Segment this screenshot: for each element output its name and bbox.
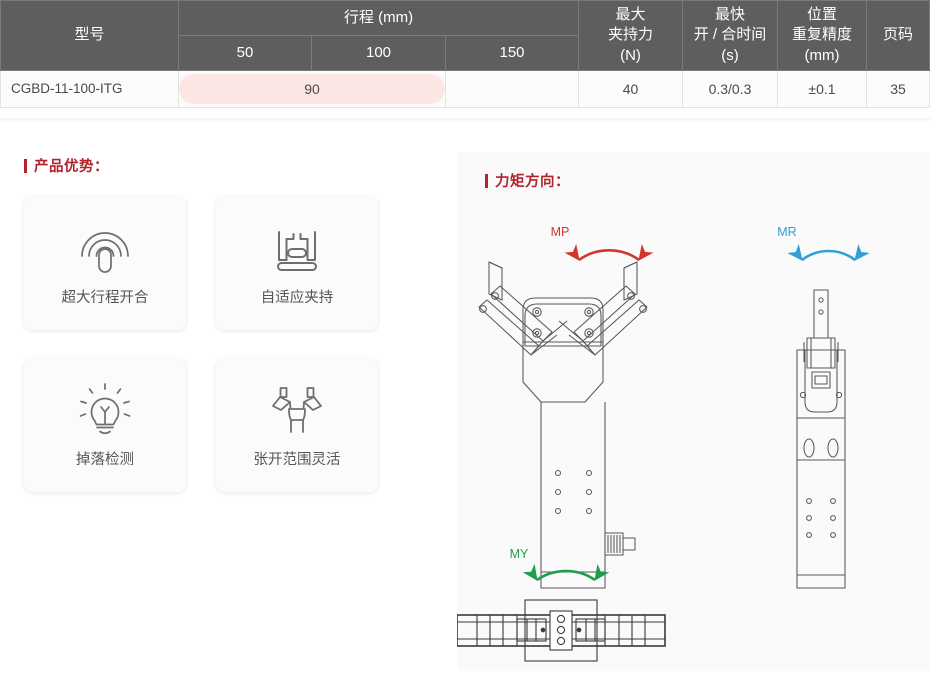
table-header-row-2: 50 100 150 [1, 34, 930, 71]
header-fastest-time: 最快 开 / 合时间 (s) [682, 0, 778, 71]
table-bottom-shadow [0, 118, 930, 122]
advantage-label: 自适应夹持 [260, 289, 334, 306]
header-fastest-time-line2: 开 / 合时间 [693, 26, 767, 44]
stroke-highlight-pill: 90 [179, 73, 445, 104]
header-max-grip-force: 最大 夹持力 (N) [578, 0, 683, 71]
cell-model: CGBD-11-100-ITG [0, 69, 179, 108]
torque-title-text: 力矩方向： [495, 174, 570, 190]
advantage-card-drop-detect[interactable]: 掉落检测 [24, 358, 186, 492]
table-row: CGBD-11-100-ITG 90 40 0.3/0.3 ±0.1 35 [0, 69, 930, 108]
header-stroke-150: 150 [445, 34, 579, 71]
header-repeat-accuracy-line1: 位置 [806, 6, 837, 23]
header-page-no: 页码 [866, 0, 930, 71]
lightbulb-icon [77, 382, 133, 438]
header-repeat-accuracy-line2: 重复精度 [791, 26, 852, 44]
header-stroke-50: 50 [178, 34, 312, 71]
header-repeat-accuracy: 位置 重复精度 (mm) [777, 0, 867, 71]
header-model: 型号 [0, 0, 179, 71]
header-max-grip-force-line2: 夹持力 [607, 26, 653, 44]
header-max-grip-force-line1: 最大 [615, 6, 646, 23]
advantage-label: 超大行程开合 [61, 289, 149, 306]
front-gripper-view [478, 261, 648, 589]
mp-arrow-group: MP [551, 225, 654, 262]
header-repeat-accuracy-line3: (mm) [804, 46, 840, 64]
advantage-label: 掉落检测 [76, 451, 134, 468]
specification-table: 型号 行程 (mm) 最大 夹持力 (N) 最快 开 / 合时间 (s) 位置 … [0, 0, 930, 108]
adaptive-clamp-icon [268, 220, 326, 276]
advantages-title: 产品优势： [24, 155, 424, 176]
torque-title: 力矩方向： [485, 170, 570, 191]
title-accent-bar [485, 173, 488, 188]
header-stroke-group: 行程 (mm) [178, 0, 579, 36]
product-advantages-section: 产品优势： 超大行程开合 [24, 155, 424, 492]
title-accent-bar [24, 158, 27, 173]
cell-fastest-time: 0.3/0.3 [682, 69, 778, 108]
cell-page-no: 35 [866, 69, 930, 108]
cell-max-grip-force: 40 [578, 69, 683, 108]
side-gripper-view [796, 289, 846, 589]
my-arrow-group: MY [510, 547, 610, 582]
table-header-row-1: 型号 行程 (mm) 最大 夹持力 (N) 最快 开 / 合时间 (s) 位置 … [0, 0, 930, 71]
cell-repeat-accuracy: ±0.1 [777, 69, 867, 108]
mr-arrow-group: MR [777, 225, 870, 262]
advantage-label: 张开范围灵活 [253, 451, 341, 468]
torque-direction-panel: 力矩方向： MP [456, 152, 930, 671]
mr-label: MR [777, 225, 796, 239]
header-max-grip-force-line3: (N) [620, 46, 641, 64]
highlight-pill-wrap: 90 [179, 71, 445, 107]
my-arc-icon [522, 563, 610, 582]
my-label: MY [510, 547, 529, 561]
header-stroke-100: 100 [311, 34, 446, 71]
mp-arc-icon [564, 243, 654, 262]
top-gripper-view [456, 599, 666, 662]
gripper-open-icon [267, 382, 327, 438]
mr-arc-icon [787, 244, 870, 262]
advantage-card-grid: 超大行程开合 自适应夹持 [24, 196, 424, 492]
header-fastest-time-line1: 最快 [714, 6, 745, 23]
signal-wave-icon [76, 220, 134, 276]
advantage-card-stroke[interactable]: 超大行程开合 [24, 196, 186, 330]
header-fastest-time-line3: (s) [721, 46, 739, 64]
advantages-title-text: 产品优势： [34, 159, 109, 175]
mp-label: MP [551, 225, 570, 239]
torque-diagram-area: MP [456, 190, 930, 671]
cell-stroke-150 [445, 69, 579, 108]
advantage-card-open-range[interactable]: 张开范围灵活 [216, 358, 378, 492]
cell-stroke-highlight: 90 [178, 69, 446, 108]
advantage-card-adaptive[interactable]: 自适应夹持 [216, 196, 378, 330]
